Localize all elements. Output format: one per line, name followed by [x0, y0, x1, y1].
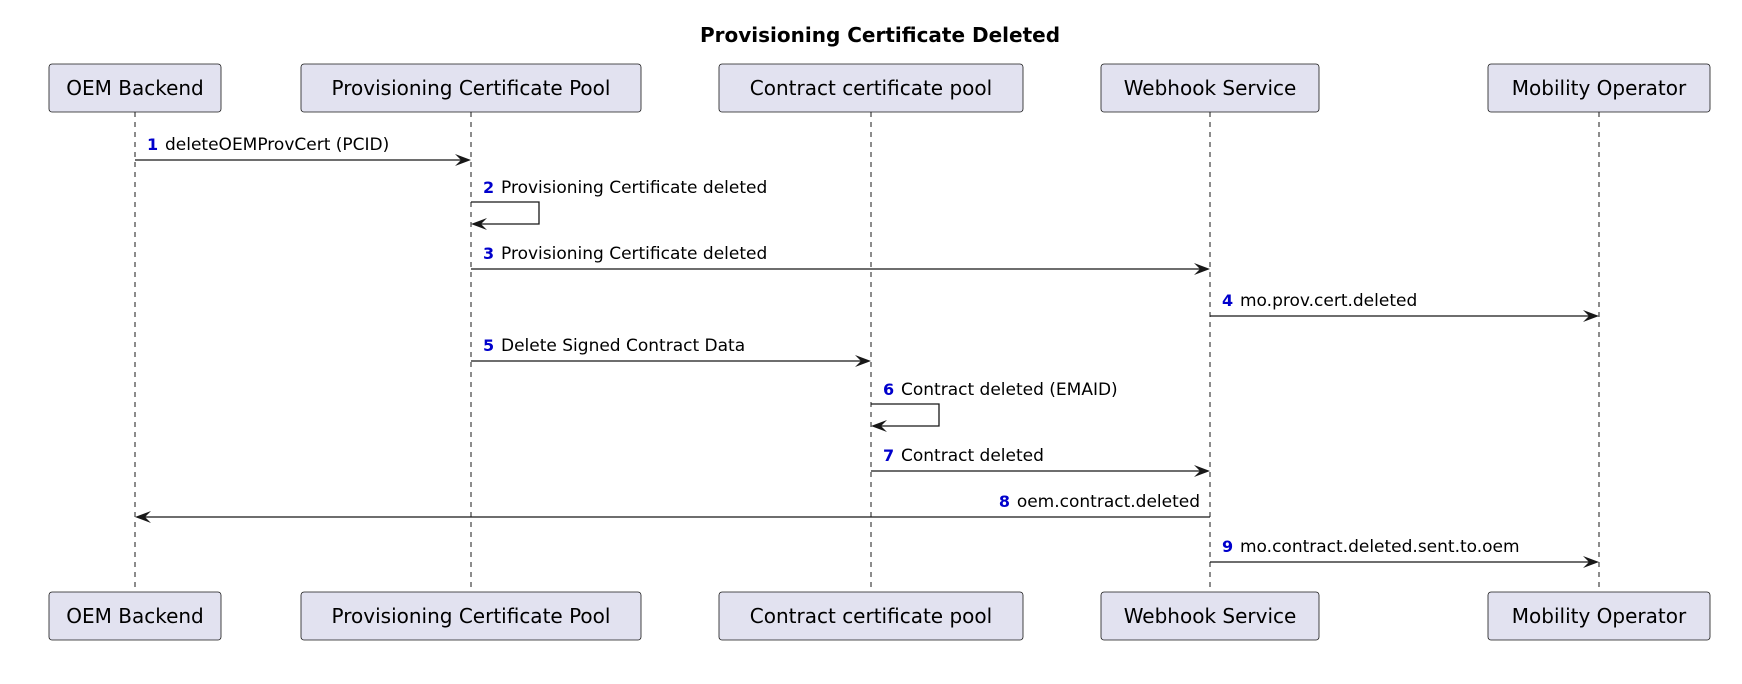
participant-label: Webhook Service — [1124, 76, 1297, 100]
message-arrowhead — [1583, 310, 1599, 322]
sequence-number: 6 — [883, 380, 894, 399]
participant-box — [48, 591, 222, 641]
message-label: mo.prov.cert.deleted — [1240, 291, 1417, 311]
message-arrow-line — [871, 403, 940, 427]
message-1: 1 deleteOEMProvCert (PCID) — [135, 135, 471, 166]
participant-ccp-top: Contract certificate pool — [718, 63, 1024, 113]
participant-pcp-top: Provisioning Certificate Pool — [300, 63, 642, 113]
participant-label: Contract certificate pool — [750, 76, 992, 100]
message-arrowhead — [1194, 263, 1210, 275]
message-4: 4 mo.prov.cert.deleted — [1210, 291, 1599, 322]
message-arrowhead — [455, 154, 471, 166]
message-arrowhead — [1583, 556, 1599, 568]
sequence-number: 4 — [1222, 291, 1233, 310]
participant-box — [718, 591, 1024, 641]
participants-top: OEM Backend Provisioning Certificate Pool… — [48, 63, 1711, 113]
sequence-number: 3 — [483, 244, 494, 263]
participant-box — [1100, 591, 1320, 641]
message-2: 2 Provisioning Certificate deleted — [471, 178, 767, 230]
participant-box — [48, 63, 222, 113]
participant-label: Provisioning Certificate Pool — [332, 76, 611, 100]
message-arrowhead — [871, 420, 887, 432]
message-3: 3 Provisioning Certificate deleted — [471, 244, 1210, 275]
message-8: 8 oem.contract.deleted — [135, 492, 1210, 523]
message-5: 5 Delete Signed Contract Data — [471, 336, 871, 367]
message-6: 6 Contract deleted (EMAID) — [871, 380, 1118, 432]
lifelines — [134, 112, 1600, 592]
message-7: 7 Contract deleted — [871, 446, 1210, 477]
message-label: Delete Signed Contract Data — [501, 336, 745, 356]
sequence-number: 1 — [147, 135, 158, 154]
participant-box — [1487, 63, 1711, 113]
sequence-number: 8 — [999, 492, 1010, 511]
sequence-number: 7 — [883, 446, 894, 465]
participant-label: OEM Backend — [66, 76, 204, 100]
participant-box — [300, 591, 642, 641]
participant-pcp-bottom: Provisioning Certificate Pool — [300, 591, 642, 641]
participant-mo-bottom: Mobility Operator — [1487, 591, 1711, 641]
sequence-number: 9 — [1222, 537, 1233, 556]
participant-box — [718, 63, 1024, 113]
participant-webhook-bottom: Webhook Service — [1100, 591, 1320, 641]
participant-label: Mobility Operator — [1512, 604, 1687, 628]
message-label: Contract deleted — [901, 446, 1044, 466]
participant-ccp-bottom: Contract certificate pool — [718, 591, 1024, 641]
message-arrow-line — [471, 201, 540, 225]
message-label: oem.contract.deleted — [1017, 492, 1200, 512]
message-arrowhead — [135, 511, 151, 523]
participant-webhook-top: Webhook Service — [1100, 63, 1320, 113]
sequence-number: 2 — [483, 178, 494, 197]
participant-label: Contract certificate pool — [750, 604, 992, 628]
participant-label: Mobility Operator — [1512, 76, 1687, 100]
participant-oem-top: OEM Backend — [48, 63, 222, 113]
participant-label: OEM Backend — [66, 604, 204, 628]
message-9: 9 mo.contract.deleted.sent.to.oem — [1210, 537, 1599, 568]
sequence-number: 5 — [483, 336, 494, 355]
message-label: Provisioning Certificate deleted — [501, 178, 767, 198]
participant-oem-bottom: OEM Backend — [48, 591, 222, 641]
message-label: Provisioning Certificate deleted — [501, 244, 767, 264]
message-arrowhead — [471, 218, 487, 230]
message-label: mo.contract.deleted.sent.to.oem — [1240, 537, 1520, 557]
participant-mo-top: Mobility Operator — [1487, 63, 1711, 113]
participants-bottom: OEM Backend Provisioning Certificate Pool… — [48, 591, 1711, 641]
message-label: Contract deleted (EMAID) — [901, 380, 1118, 400]
message-label: deleteOEMProvCert (PCID) — [165, 135, 389, 155]
participant-label: Webhook Service — [1124, 604, 1297, 628]
message-arrowhead — [1194, 465, 1210, 477]
participant-label: Provisioning Certificate Pool — [332, 604, 611, 628]
participant-box — [1100, 63, 1320, 113]
diagram-title: Provisioning Certificate Deleted — [700, 23, 1060, 47]
participant-box — [300, 63, 642, 113]
message-arrowhead — [855, 355, 871, 367]
participant-box — [1487, 591, 1711, 641]
